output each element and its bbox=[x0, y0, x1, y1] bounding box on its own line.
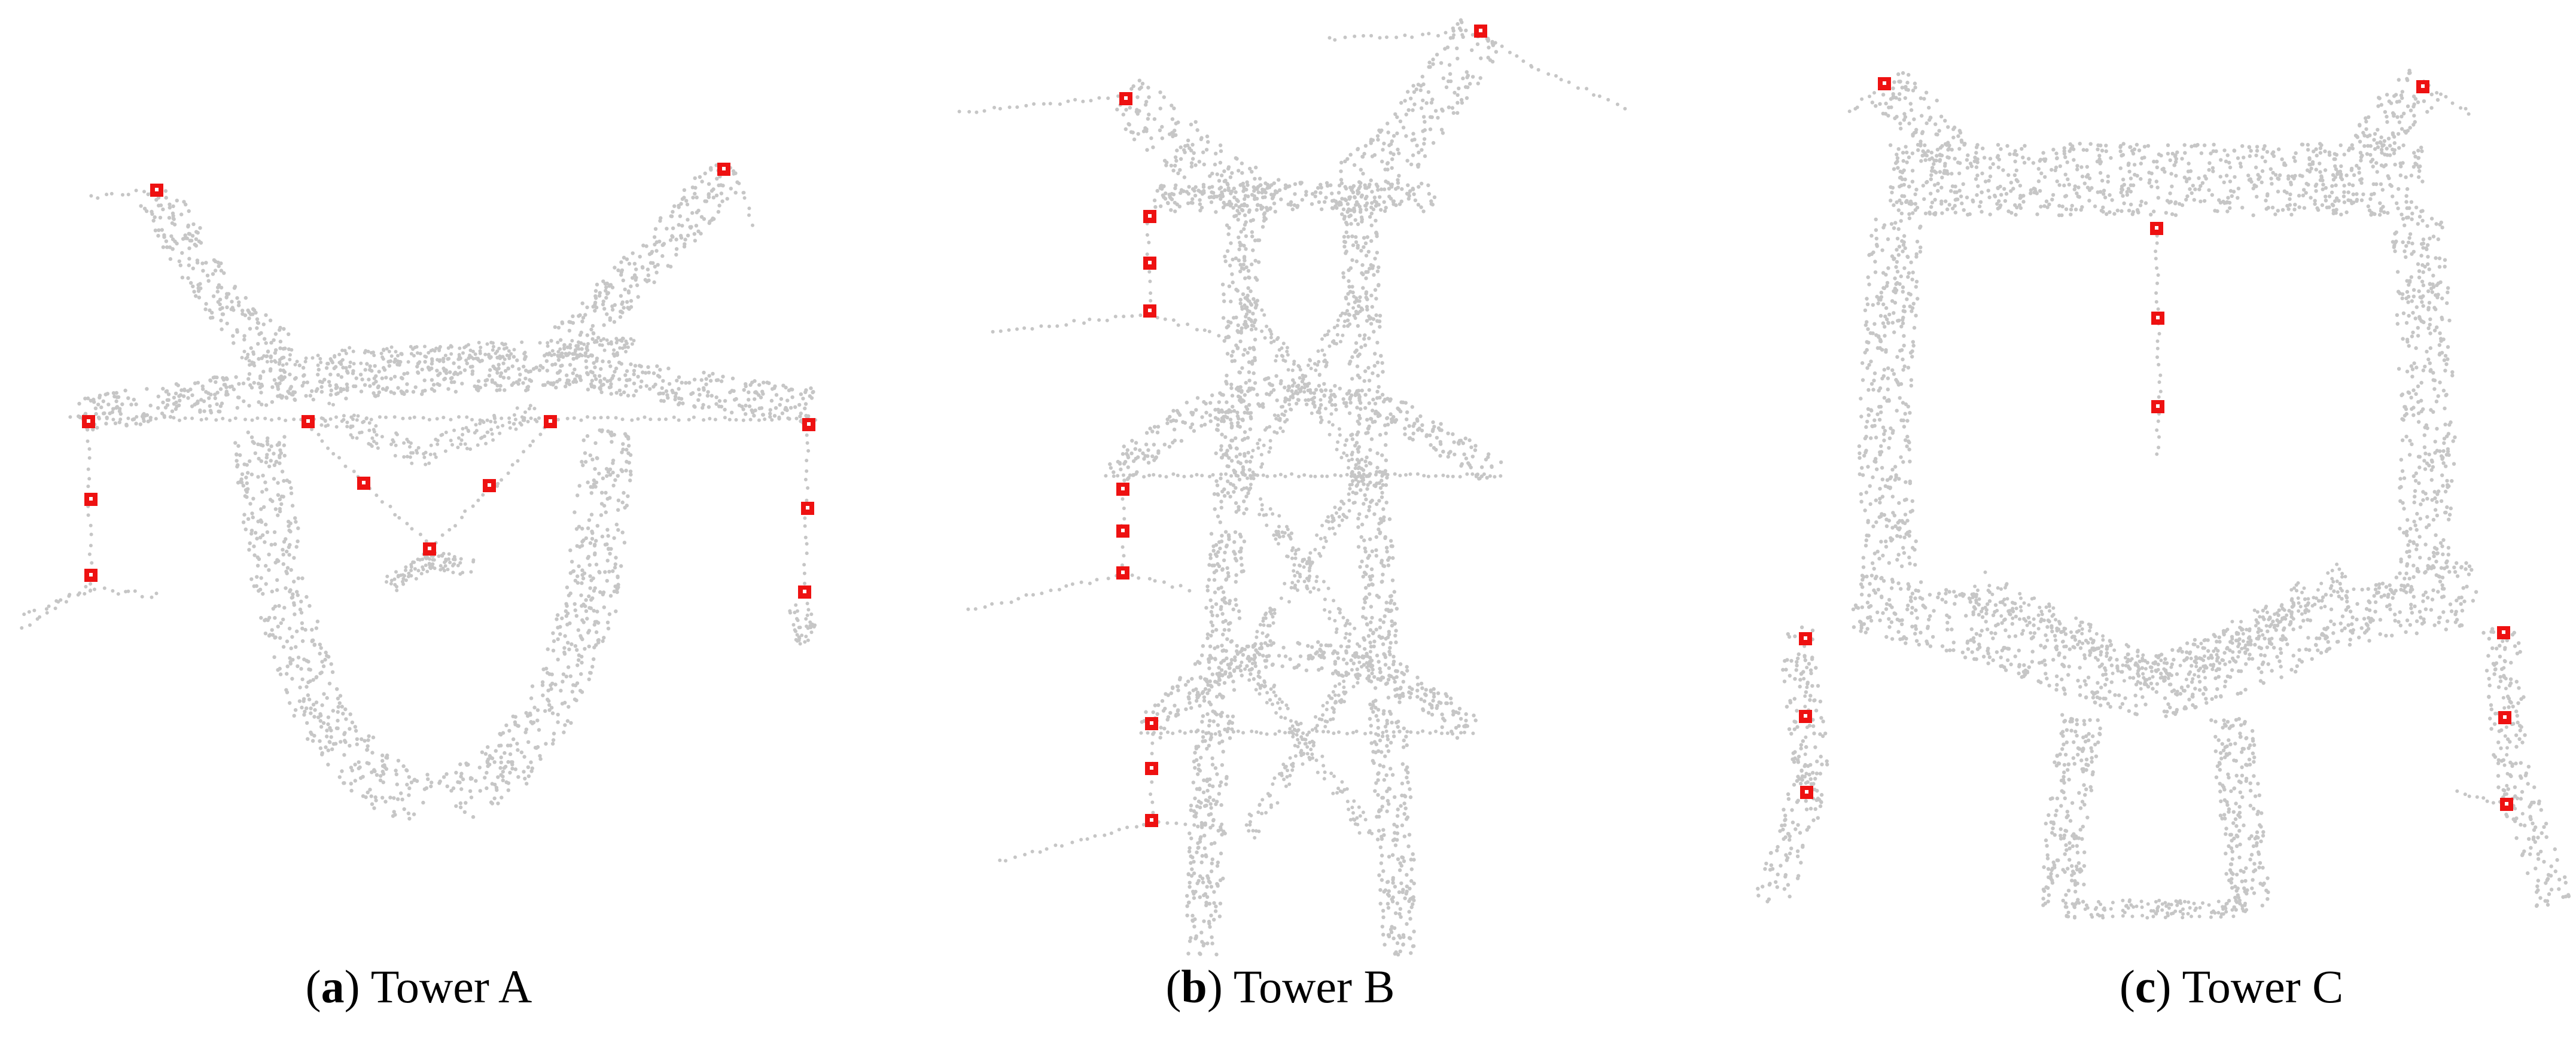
key-point-marker-core bbox=[1150, 818, 1153, 822]
tower-c-point-cloud bbox=[1756, 68, 2571, 920]
key-point-marker-core bbox=[306, 419, 310, 423]
key-point-marker-core bbox=[1804, 636, 1807, 640]
tower-b-point-cloud bbox=[957, 18, 1627, 957]
tower-c-panel bbox=[1756, 68, 2571, 920]
caption-letter: b bbox=[1181, 960, 1207, 1012]
tower-a-point-cloud bbox=[20, 163, 818, 821]
key-point-marker-core bbox=[2505, 802, 2508, 806]
key-point-marker-core bbox=[2156, 404, 2160, 408]
caption-tower-a: (a) Tower A bbox=[305, 960, 532, 1012]
caption-tower-c: (c) Tower C bbox=[2119, 960, 2344, 1012]
key-point-marker-core bbox=[428, 547, 431, 550]
key-point-marker-core bbox=[549, 419, 552, 423]
key-point-marker-core bbox=[806, 506, 809, 510]
caption-label: Tower C bbox=[2182, 960, 2344, 1012]
key-point-marker-core bbox=[1148, 214, 1152, 218]
key-point-marker-core bbox=[1479, 29, 1482, 32]
tower-b-panel bbox=[957, 18, 1627, 957]
key-point-marker-core bbox=[155, 188, 159, 191]
caption-tower-b: (b) Tower B bbox=[1165, 960, 1395, 1012]
caption-letter: a bbox=[321, 960, 345, 1012]
key-point-marker-core bbox=[1150, 766, 1153, 770]
tower-c-key-points bbox=[1799, 77, 2513, 811]
key-point-marker-core bbox=[1805, 790, 1808, 794]
key-point-marker-core bbox=[2503, 715, 2507, 719]
caption-label: Tower A bbox=[370, 960, 532, 1012]
tower-a-panel bbox=[20, 163, 818, 821]
key-point-marker-core bbox=[2155, 226, 2158, 230]
key-point-marker-core bbox=[1150, 721, 1153, 725]
caption-label: Tower B bbox=[1233, 960, 1395, 1012]
key-point-marker-core bbox=[488, 483, 491, 487]
key-point-marker-core bbox=[1121, 487, 1125, 490]
key-point-marker-core bbox=[807, 422, 811, 426]
key-point-marker-core bbox=[1804, 714, 1807, 718]
key-point-marker-core bbox=[1148, 309, 1152, 312]
key-point-marker-core bbox=[1148, 261, 1152, 264]
key-point-marker-core bbox=[362, 481, 366, 484]
key-point-marker-core bbox=[1124, 96, 1128, 100]
key-point-marker-core bbox=[2156, 316, 2160, 319]
tower-a-key-points bbox=[82, 163, 815, 599]
key-point-marker-core bbox=[1883, 81, 1886, 85]
key-point-marker-core bbox=[803, 590, 806, 593]
key-point-marker-core bbox=[89, 573, 93, 577]
tower-b-key-points bbox=[1116, 25, 1487, 827]
key-point-marker-core bbox=[2421, 84, 2425, 88]
key-point-marker-core bbox=[722, 167, 726, 170]
key-point-marker-core bbox=[2502, 630, 2505, 634]
key-point-marker-core bbox=[89, 497, 93, 501]
key-point-marker-core bbox=[87, 419, 90, 423]
caption-letter: c bbox=[2135, 960, 2156, 1012]
key-point-marker-core bbox=[1121, 571, 1125, 574]
key-point-marker-core bbox=[1121, 529, 1125, 532]
